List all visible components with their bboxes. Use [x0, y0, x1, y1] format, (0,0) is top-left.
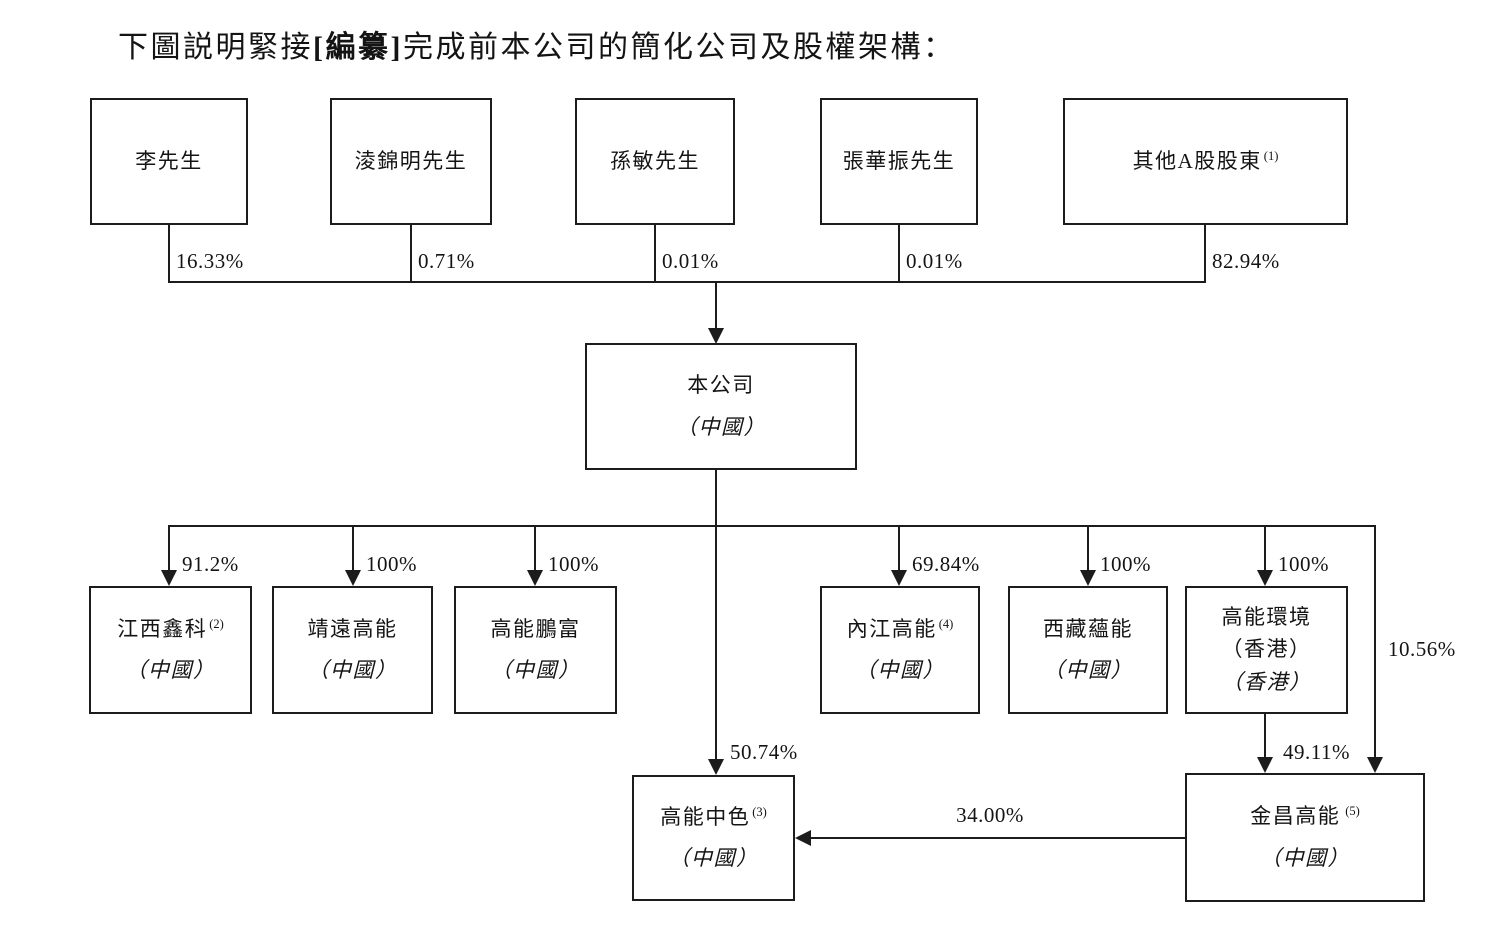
connector-line	[1374, 525, 1376, 758]
connector-line	[715, 283, 717, 329]
connector-line	[1204, 225, 1206, 283]
node-label: 淩錦明先生	[354, 148, 468, 173]
node-label: 張華振先生	[842, 148, 956, 173]
footnote-mark: (5)	[1345, 804, 1360, 819]
footnote-mark: (3)	[752, 804, 767, 819]
connector-line	[168, 525, 1376, 527]
node-label: 其他A股股東(1)	[1132, 148, 1279, 173]
connector-line	[1264, 525, 1266, 571]
node-label: 內江高能(4)	[846, 616, 954, 641]
ownership-label: 100%	[366, 552, 417, 576]
footnote-mark: (4)	[938, 616, 954, 631]
node-jinchang-gaoneng: 金昌高能(5) （中國）	[1185, 773, 1425, 902]
arrow-down-icon	[708, 328, 724, 344]
node-label-line2: （香港）	[1221, 637, 1312, 662]
ownership-label: 49.11%	[1283, 740, 1350, 764]
ownership-label: 10.56%	[1388, 637, 1456, 661]
title-post: 完成前本公司的簡化公司及股權架構：	[402, 31, 956, 64]
node-the-company: 本公司 （中國）	[585, 343, 857, 470]
footnote-mark: (1)	[1263, 148, 1279, 163]
arrow-down-icon	[345, 570, 361, 586]
node-label: 李先生	[135, 148, 203, 173]
node-jurisdiction: （中國）	[125, 658, 216, 682]
diagram-title: 下圖説明緊接[編纂]完成前本公司的簡化公司及股權架構：	[118, 22, 955, 66]
node-jurisdiction: （中國）	[1043, 658, 1133, 682]
node-mr-li: 李先生	[90, 98, 248, 225]
node-jiangxi-xinke: 江西鑫科(2) （中國）	[89, 586, 252, 714]
node-jurisdiction: （中國）	[307, 658, 398, 682]
node-label: 金昌高能(5)	[1250, 804, 1360, 829]
arrow-left-icon	[795, 830, 811, 846]
node-mr-ling-jinming: 淩錦明先生	[330, 98, 492, 225]
connector-line	[1264, 714, 1266, 758]
connector-line	[1087, 525, 1089, 571]
node-other-a-share-shareholders: 其他A股股東(1)	[1063, 98, 1348, 225]
ownership-label: 16.33%	[176, 249, 244, 273]
ownership-label: 0.71%	[418, 249, 475, 273]
ownership-label: 0.01%	[662, 249, 719, 273]
arrow-down-icon	[1257, 570, 1273, 586]
arrow-down-icon	[708, 759, 724, 775]
connector-line	[352, 525, 354, 571]
connector-line	[654, 225, 656, 283]
node-jurisdiction: （香港）	[1221, 669, 1312, 694]
node-jurisdiction: （中國）	[490, 658, 581, 682]
connector-line	[898, 225, 900, 283]
node-jurisdiction: （中國）	[668, 846, 759, 870]
ownership-label: 34.00%	[956, 803, 1024, 827]
footnote-mark: (2)	[209, 616, 224, 631]
node-mr-zhang-huazhen: 張華振先生	[820, 98, 978, 225]
ownership-label: 100%	[548, 552, 599, 576]
node-label: 高能中色(3)	[660, 804, 767, 829]
node-neijiang-gaoneng: 內江高能(4) （中國）	[820, 586, 980, 714]
node-label: 高能環境	[1221, 605, 1312, 630]
ownership-label: 69.84%	[912, 552, 980, 576]
node-jurisdiction: （中國）	[676, 414, 766, 439]
arrow-down-icon	[161, 570, 177, 586]
node-label: 本公司	[687, 373, 755, 398]
node-jurisdiction: （中國）	[855, 658, 945, 682]
ownership-label: 100%	[1278, 552, 1329, 576]
connector-line	[168, 225, 170, 283]
ownership-label: 82.94%	[1212, 249, 1280, 273]
node-label: 孫敏先生	[610, 148, 700, 173]
connector-line	[715, 470, 717, 760]
ownership-label: 50.74%	[730, 740, 798, 764]
arrow-down-icon	[1257, 757, 1273, 773]
arrow-down-icon	[527, 570, 543, 586]
connector-line	[534, 525, 536, 571]
ownership-label: 91.2%	[182, 552, 239, 576]
arrow-down-icon	[1367, 757, 1383, 773]
connector-line	[898, 525, 900, 571]
node-label: 高能鵬富	[490, 616, 581, 641]
node-xizang-yunneng: 西藏蘊能 （中國）	[1008, 586, 1168, 714]
connector-line	[168, 281, 1206, 283]
node-gaoneng-zhongse: 高能中色(3) （中國）	[632, 775, 795, 901]
arrow-down-icon	[1080, 570, 1096, 586]
node-label: 江西鑫科(2)	[117, 616, 224, 641]
title-redacted: [編纂]	[313, 31, 403, 64]
node-jurisdiction: （中國）	[1260, 845, 1350, 870]
title-pre: 下圖説明緊接	[118, 31, 313, 64]
node-label: 靖遠高能	[307, 616, 398, 641]
node-gaoneng-pengfu: 高能鵬富 （中國）	[454, 586, 617, 714]
node-label: 西藏蘊能	[1043, 616, 1133, 641]
ownership-label: 0.01%	[906, 249, 963, 273]
node-mr-sun-min: 孫敏先生	[575, 98, 735, 225]
arrow-down-icon	[891, 570, 907, 586]
connector-line	[410, 225, 412, 283]
node-gaoneng-environment-hk: 高能環境 （香港） （香港）	[1185, 586, 1348, 714]
node-jingyuan-gaoneng: 靖遠高能 （中國）	[272, 586, 433, 714]
connector-line	[810, 837, 1185, 839]
ownership-label: 100%	[1100, 552, 1151, 576]
connector-line	[168, 525, 170, 571]
